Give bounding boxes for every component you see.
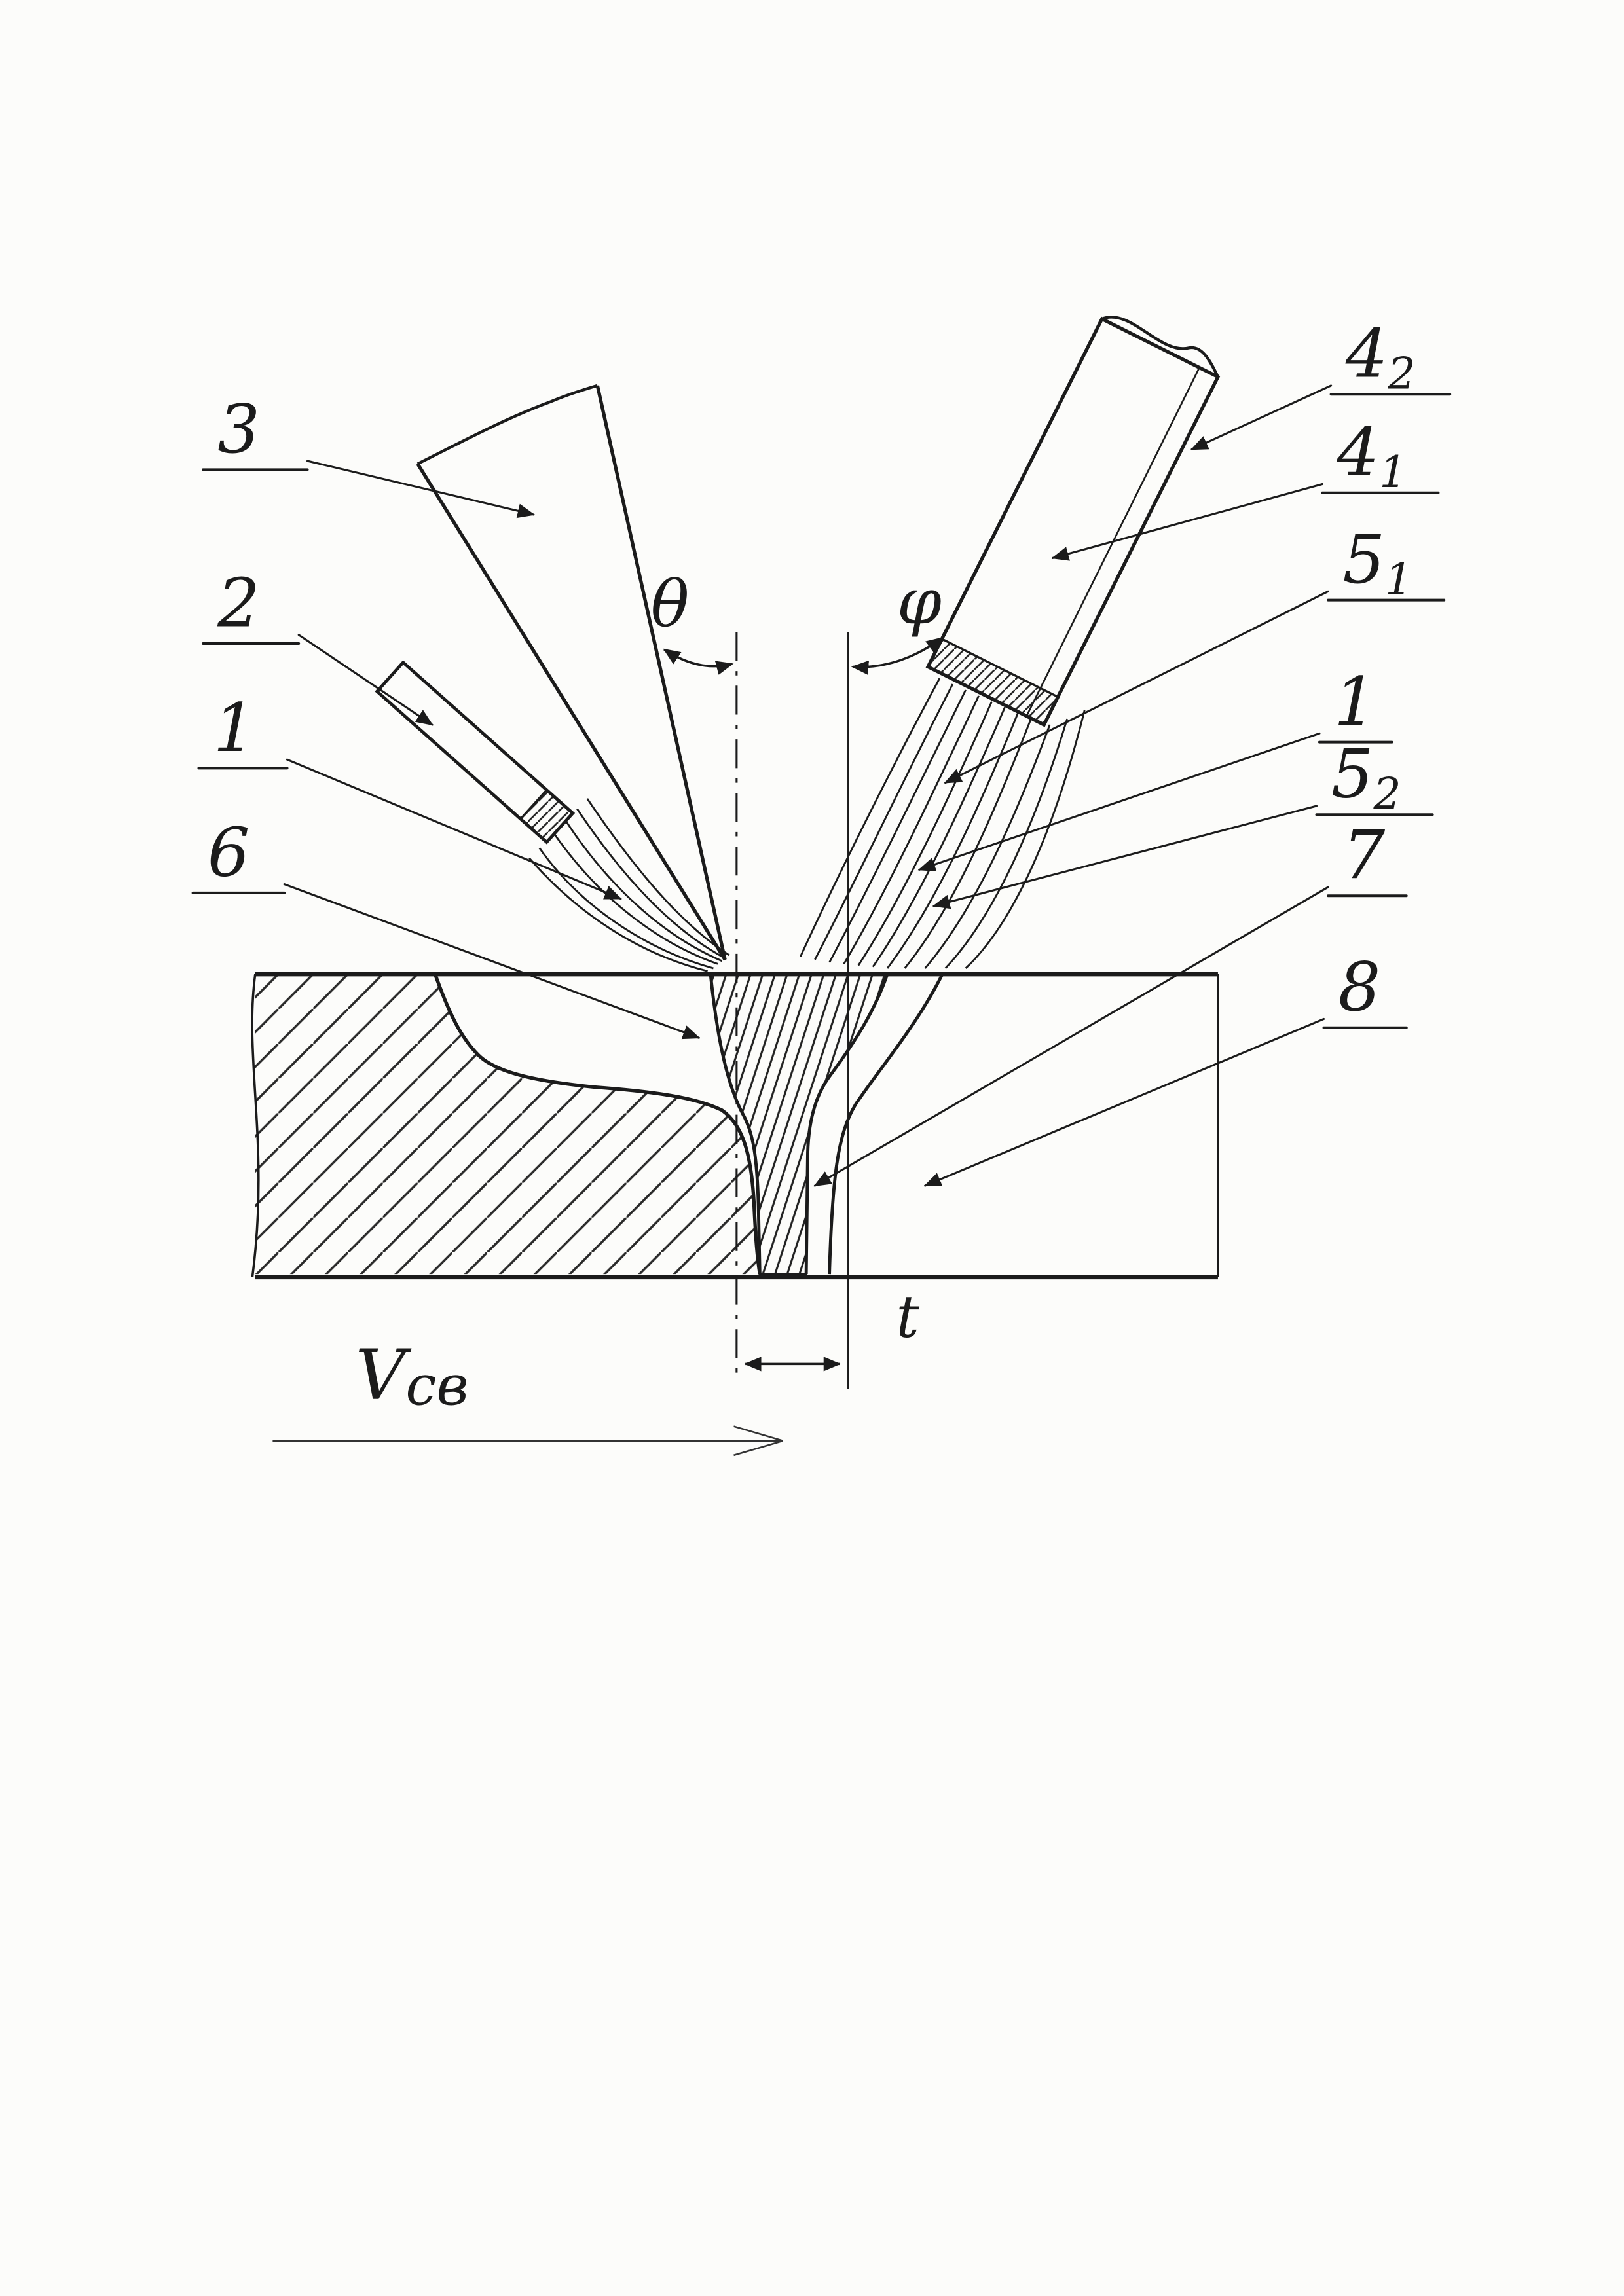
callout-6-leader bbox=[283, 883, 701, 1040]
electrode-4-break-line bbox=[1101, 316, 1219, 378]
t-dimension-label: t bbox=[896, 1283, 919, 1350]
callout-4-1-leader bbox=[1051, 483, 1323, 561]
callout-6-label: 6 bbox=[208, 814, 250, 892]
welding-speed-arrow-head bbox=[733, 1425, 784, 1457]
callout-4-2-leader bbox=[1190, 384, 1333, 450]
callout-1-right-leader bbox=[917, 732, 1321, 872]
welding-speed: Vсв bbox=[272, 1335, 784, 1457]
callout-1-left-label: 1 bbox=[213, 689, 256, 767]
callout-7-label: 7 bbox=[1342, 817, 1385, 895]
base-metal-hatched-section bbox=[255, 974, 760, 1275]
theta-angle-arc bbox=[663, 648, 734, 675]
callout-3-label: 3 bbox=[217, 391, 260, 469]
callout-5-1-leader bbox=[944, 590, 1329, 784]
arc-streamlines-right-inner bbox=[799, 678, 1032, 969]
callout-5-2-label: 52 bbox=[1331, 736, 1401, 820]
phi-angle-label: φ bbox=[897, 564, 942, 638]
electrode-2 bbox=[375, 660, 730, 972]
beam-3-wedge bbox=[416, 384, 727, 961]
axes-and-angles: θ φ bbox=[651, 564, 944, 1389]
dimension-t: t bbox=[743, 1283, 919, 1372]
arc-streamlines-left bbox=[528, 798, 730, 972]
callouts-left: 3 2 1 6 bbox=[191, 391, 701, 1040]
electrode-4 bbox=[799, 316, 1221, 970]
weld-pool-boundary-curve bbox=[433, 973, 762, 1275]
callout-8-label: 8 bbox=[1338, 949, 1381, 1027]
callout-3-leader bbox=[306, 460, 536, 519]
callout-2-label: 2 bbox=[217, 564, 260, 642]
solidified-metal-boundary bbox=[828, 973, 944, 1275]
beam-3-break-line bbox=[416, 384, 598, 465]
callouts-right: 42 41 51 1 52 7 8 bbox=[813, 316, 1452, 1187]
phi-angle-arc bbox=[851, 636, 944, 676]
callout-4-1-label: 41 bbox=[1336, 414, 1407, 498]
callout-8-leader bbox=[923, 1017, 1325, 1187]
callout-1-right-label: 1 bbox=[1334, 663, 1376, 741]
theta-angle-label: θ bbox=[651, 567, 690, 641]
arc-streamlines-right-outer bbox=[924, 710, 1086, 970]
welding-speed-label: Vсв bbox=[356, 1335, 469, 1418]
plate-left-break-line bbox=[251, 974, 260, 1277]
weld-pool-right-wall bbox=[804, 974, 889, 1275]
callout-5-2-leader bbox=[932, 805, 1318, 909]
beam-3-outline bbox=[416, 385, 727, 961]
callout-2-leader bbox=[297, 634, 434, 726]
callout-1-left-leader bbox=[286, 758, 622, 900]
electrode-2-tip-hatched bbox=[519, 788, 575, 844]
callout-4-2-label: 42 bbox=[1345, 316, 1416, 399]
callout-7-leader bbox=[813, 886, 1329, 1187]
weld-pool-left-wall bbox=[709, 974, 762, 1275]
callout-5-1-label: 51 bbox=[1342, 521, 1412, 605]
workpiece bbox=[251, 972, 1219, 1280]
